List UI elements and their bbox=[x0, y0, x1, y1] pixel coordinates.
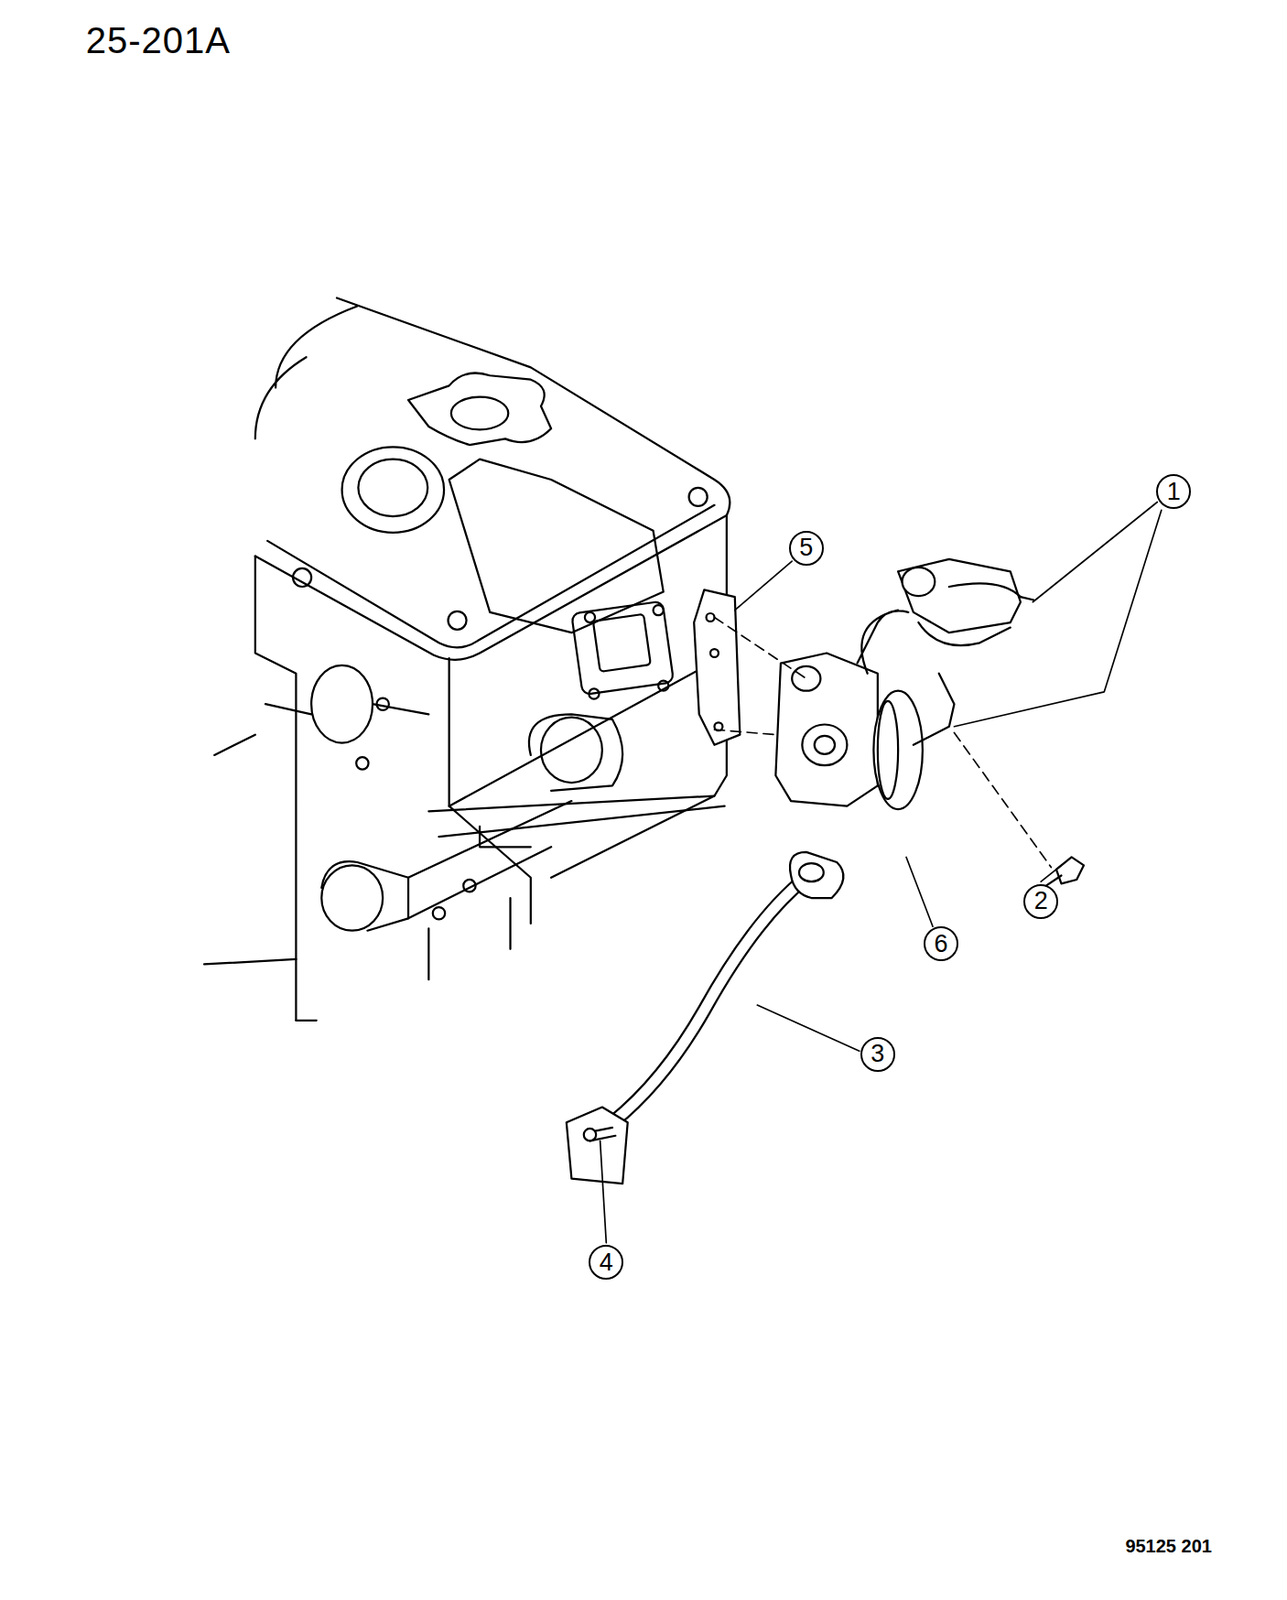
egr-valve bbox=[775, 652, 877, 806]
leader-line bbox=[1040, 865, 1061, 882]
callout-number: 2 bbox=[1023, 884, 1059, 920]
bolt bbox=[1056, 856, 1084, 884]
callout-number: 5 bbox=[789, 530, 824, 566]
gasket bbox=[693, 589, 740, 745]
oil-cap bbox=[408, 373, 552, 446]
drawing-code: 95125 201 bbox=[1124, 1535, 1212, 1558]
callout-number: 6 bbox=[923, 926, 959, 962]
leader-line bbox=[757, 1005, 859, 1051]
sensor-flange bbox=[571, 601, 674, 695]
leader-line bbox=[906, 856, 933, 927]
callout-number: 4 bbox=[588, 1244, 624, 1280]
solenoid bbox=[897, 559, 1021, 633]
diaphragm bbox=[873, 691, 923, 810]
figure-number: 25-201A bbox=[86, 20, 231, 62]
leader-line bbox=[600, 1140, 607, 1243]
egr-tube bbox=[612, 877, 807, 1124]
callout-number: 3 bbox=[860, 1037, 896, 1072]
callout-number: 1 bbox=[1156, 474, 1191, 509]
leader-line bbox=[953, 509, 1161, 726]
leader-line bbox=[1032, 501, 1158, 602]
leader-line bbox=[735, 561, 792, 611]
valve-cover bbox=[255, 298, 731, 660]
